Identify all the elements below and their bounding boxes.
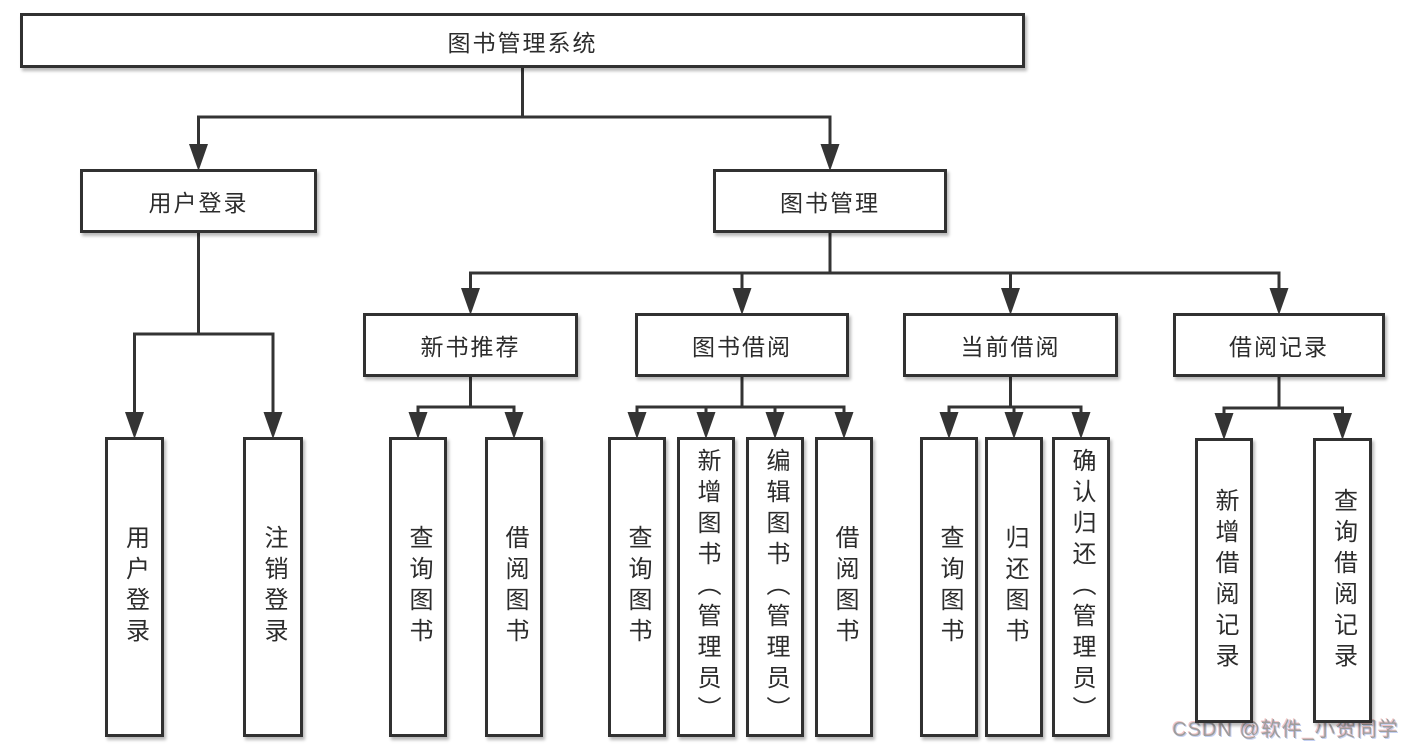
arrowhead-icon (834, 412, 854, 439)
arrowhead-icon (820, 144, 840, 171)
arrowhead-icon (125, 412, 144, 439)
node-book-borrow: 图书借阅 (635, 313, 849, 377)
node-current-borrow: 当前借阅 (903, 313, 1118, 377)
node-user-login: 用户登录 (80, 169, 317, 233)
node-label-new-book: 新书推荐 (420, 334, 521, 360)
node-label-borrow-record: 借阅记录 (1229, 334, 1329, 360)
arrowhead-icon (1214, 413, 1234, 440)
arrowhead-icon (263, 412, 283, 439)
arrowhead-icon (696, 412, 716, 439)
arrowhead-icon (1004, 412, 1024, 439)
node-label-query-book-2: 查询图书 (624, 525, 651, 649)
node-add-book: 新增图书（管理员） (677, 437, 735, 737)
node-label-borrow-book-2: 借阅图书 (831, 525, 858, 649)
node-label-query-record: 查询借阅记录 (1329, 487, 1357, 674)
node-label-logout: 注销登录 (260, 525, 287, 649)
node-confirm-return: 确认归还（管理员） (1052, 437, 1110, 737)
node-label-add-record: 新增借阅记录 (1211, 487, 1238, 674)
node-label-confirm-return: 确认归还（管理员） (1068, 447, 1095, 727)
arrowhead-icon (627, 412, 647, 439)
node-query-book-1: 查询图书 (389, 437, 447, 737)
arrowhead-icon (765, 412, 785, 439)
node-label-current-borrow: 当前借阅 (960, 334, 1061, 360)
node-book-mgmt: 图书管理 (713, 169, 947, 233)
arrowhead-icon (1001, 288, 1020, 315)
node-login: 用户登录 (105, 437, 164, 737)
arrowhead-icon (189, 144, 208, 171)
node-label-login: 用户登录 (121, 525, 149, 649)
arrowhead-icon (461, 288, 480, 315)
node-edit-book: 编辑图书（管理员） (746, 437, 804, 737)
node-query-book-2: 查询图书 (608, 437, 666, 737)
watermark: CSDN @软件_小贺同学 (1172, 719, 1399, 741)
node-borrow-book-1: 借阅图书 (485, 437, 543, 737)
node-label-book-borrow: 图书借阅 (692, 334, 792, 360)
node-query-record: 查询借阅记录 (1313, 438, 1372, 723)
node-root: 图书管理系统 (20, 13, 1025, 68)
arrowhead-icon (1269, 288, 1289, 315)
node-label-book-mgmt: 图书管理 (780, 190, 880, 216)
node-label-root: 图书管理系统 (447, 29, 598, 56)
node-label-user-login: 用户登录 (148, 190, 249, 216)
node-label-query-book-1: 查询图书 (405, 525, 432, 649)
node-borrow-book-2: 借阅图书 (815, 437, 873, 737)
node-label-query-book-3: 查询图书 (936, 525, 963, 649)
arrowhead-icon (504, 412, 524, 439)
node-label-return-book: 归还图书 (1001, 525, 1028, 649)
node-return-book: 归还图书 (985, 437, 1043, 737)
arrowhead-icon (939, 412, 959, 439)
arrowhead-icon (732, 288, 752, 315)
node-borrow-record: 借阅记录 (1173, 313, 1385, 377)
node-add-record: 新增借阅记录 (1195, 438, 1253, 723)
arrowhead-icon (1333, 413, 1352, 440)
node-query-book-3: 查询图书 (920, 437, 978, 737)
node-label-borrow-book-1: 借阅图书 (501, 525, 528, 649)
arrowhead-icon (1071, 412, 1091, 439)
arrowhead-icon (408, 412, 428, 439)
node-logout: 注销登录 (243, 437, 303, 737)
node-new-book: 新书推荐 (363, 313, 578, 377)
node-label-edit-book: 编辑图书（管理员） (762, 447, 789, 727)
node-label-add-book: 新增图书（管理员） (693, 447, 720, 727)
